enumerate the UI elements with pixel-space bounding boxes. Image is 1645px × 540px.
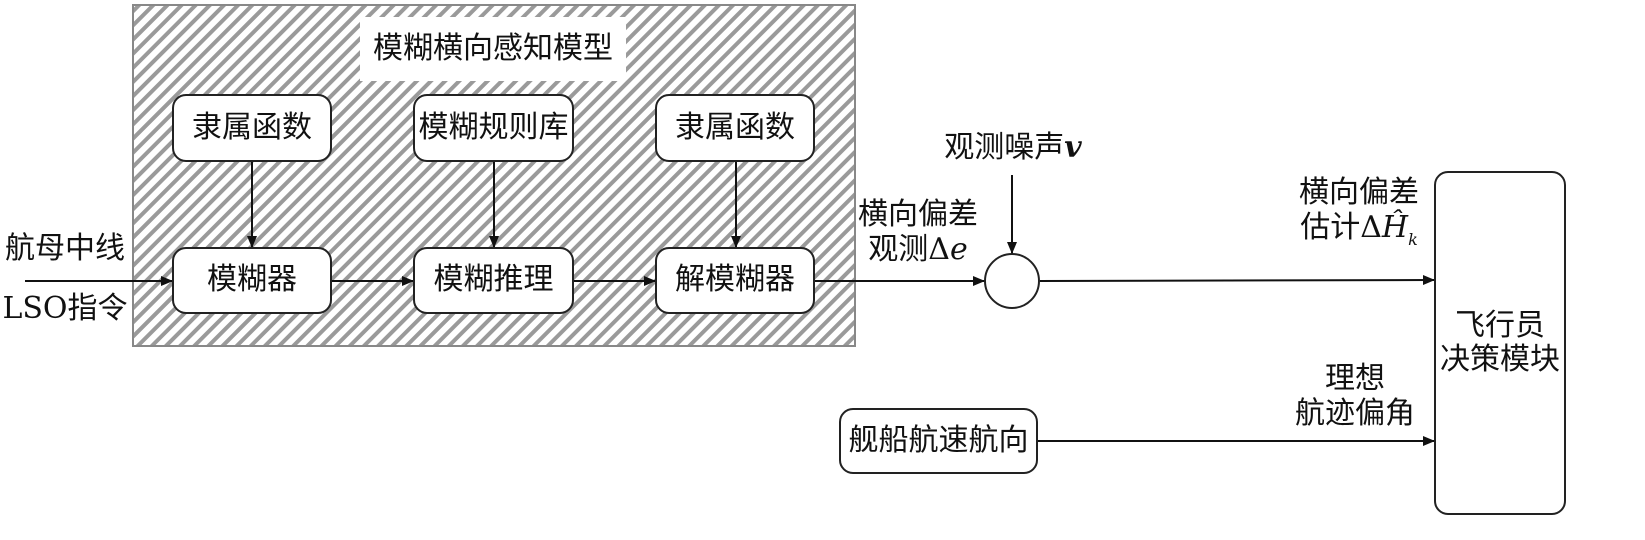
observation-noise-label: 观测噪声v (938, 130, 1088, 166)
noise-variable: v (1064, 130, 1082, 165)
lateral-deviation-estimate-label: 横向偏差 估计ΔĤk (1284, 175, 1434, 249)
estimate-prefix: 估计Δ (1300, 209, 1382, 245)
estimate-subscript: k (1408, 229, 1418, 249)
carrier-centerline-label: 航母中线 (5, 231, 125, 266)
fuzzy-inference-box: 模糊推理 (413, 247, 574, 314)
arrow-junction-to-pilot (1039, 275, 1435, 286)
defuzzifier-box: 解模糊器 (655, 247, 815, 314)
ideal-line1: 理想 (1325, 361, 1385, 396)
lateral-deviation-observation-label: 横向偏差 观测Δe (848, 197, 988, 268)
membership-function-right-box: 隶属函数 (655, 94, 815, 162)
pilot-line2: 决策模块 (1440, 342, 1560, 377)
fuzzy-model-title: 模糊横向感知模型 (360, 17, 626, 81)
summing-junction (984, 253, 1040, 309)
ideal-line2: 航迹偏角 (1295, 395, 1415, 431)
observation-line2: 观测Δe (848, 231, 988, 268)
fuzzy-rule-base-box: 模糊规则库 (413, 94, 574, 162)
observation-variable: e (949, 231, 968, 267)
estimate-line1: 横向偏差 (1299, 175, 1419, 210)
observation-line1: 横向偏差 (858, 197, 978, 232)
ship-speed-heading-box: 舰船航速航向 (839, 408, 1038, 474)
fuzzifier-box: 模糊器 (172, 247, 332, 314)
pilot-decision-module-box: 飞行员 决策模块 (1434, 171, 1566, 515)
ideal-track-angle-label: 理想 航迹偏角 (1280, 361, 1430, 431)
estimate-variable: Ĥ (1381, 209, 1409, 245)
membership-function-left-box: 隶属函数 (172, 94, 332, 162)
estimate-line2: 估计ΔĤk (1284, 209, 1434, 249)
lso-command-label: LSO指令 (2, 291, 128, 326)
noise-prefix: 观测噪声 (944, 130, 1065, 165)
pilot-line1: 飞行员 (1455, 307, 1545, 343)
observation-prefix: 观测Δ (868, 231, 950, 267)
